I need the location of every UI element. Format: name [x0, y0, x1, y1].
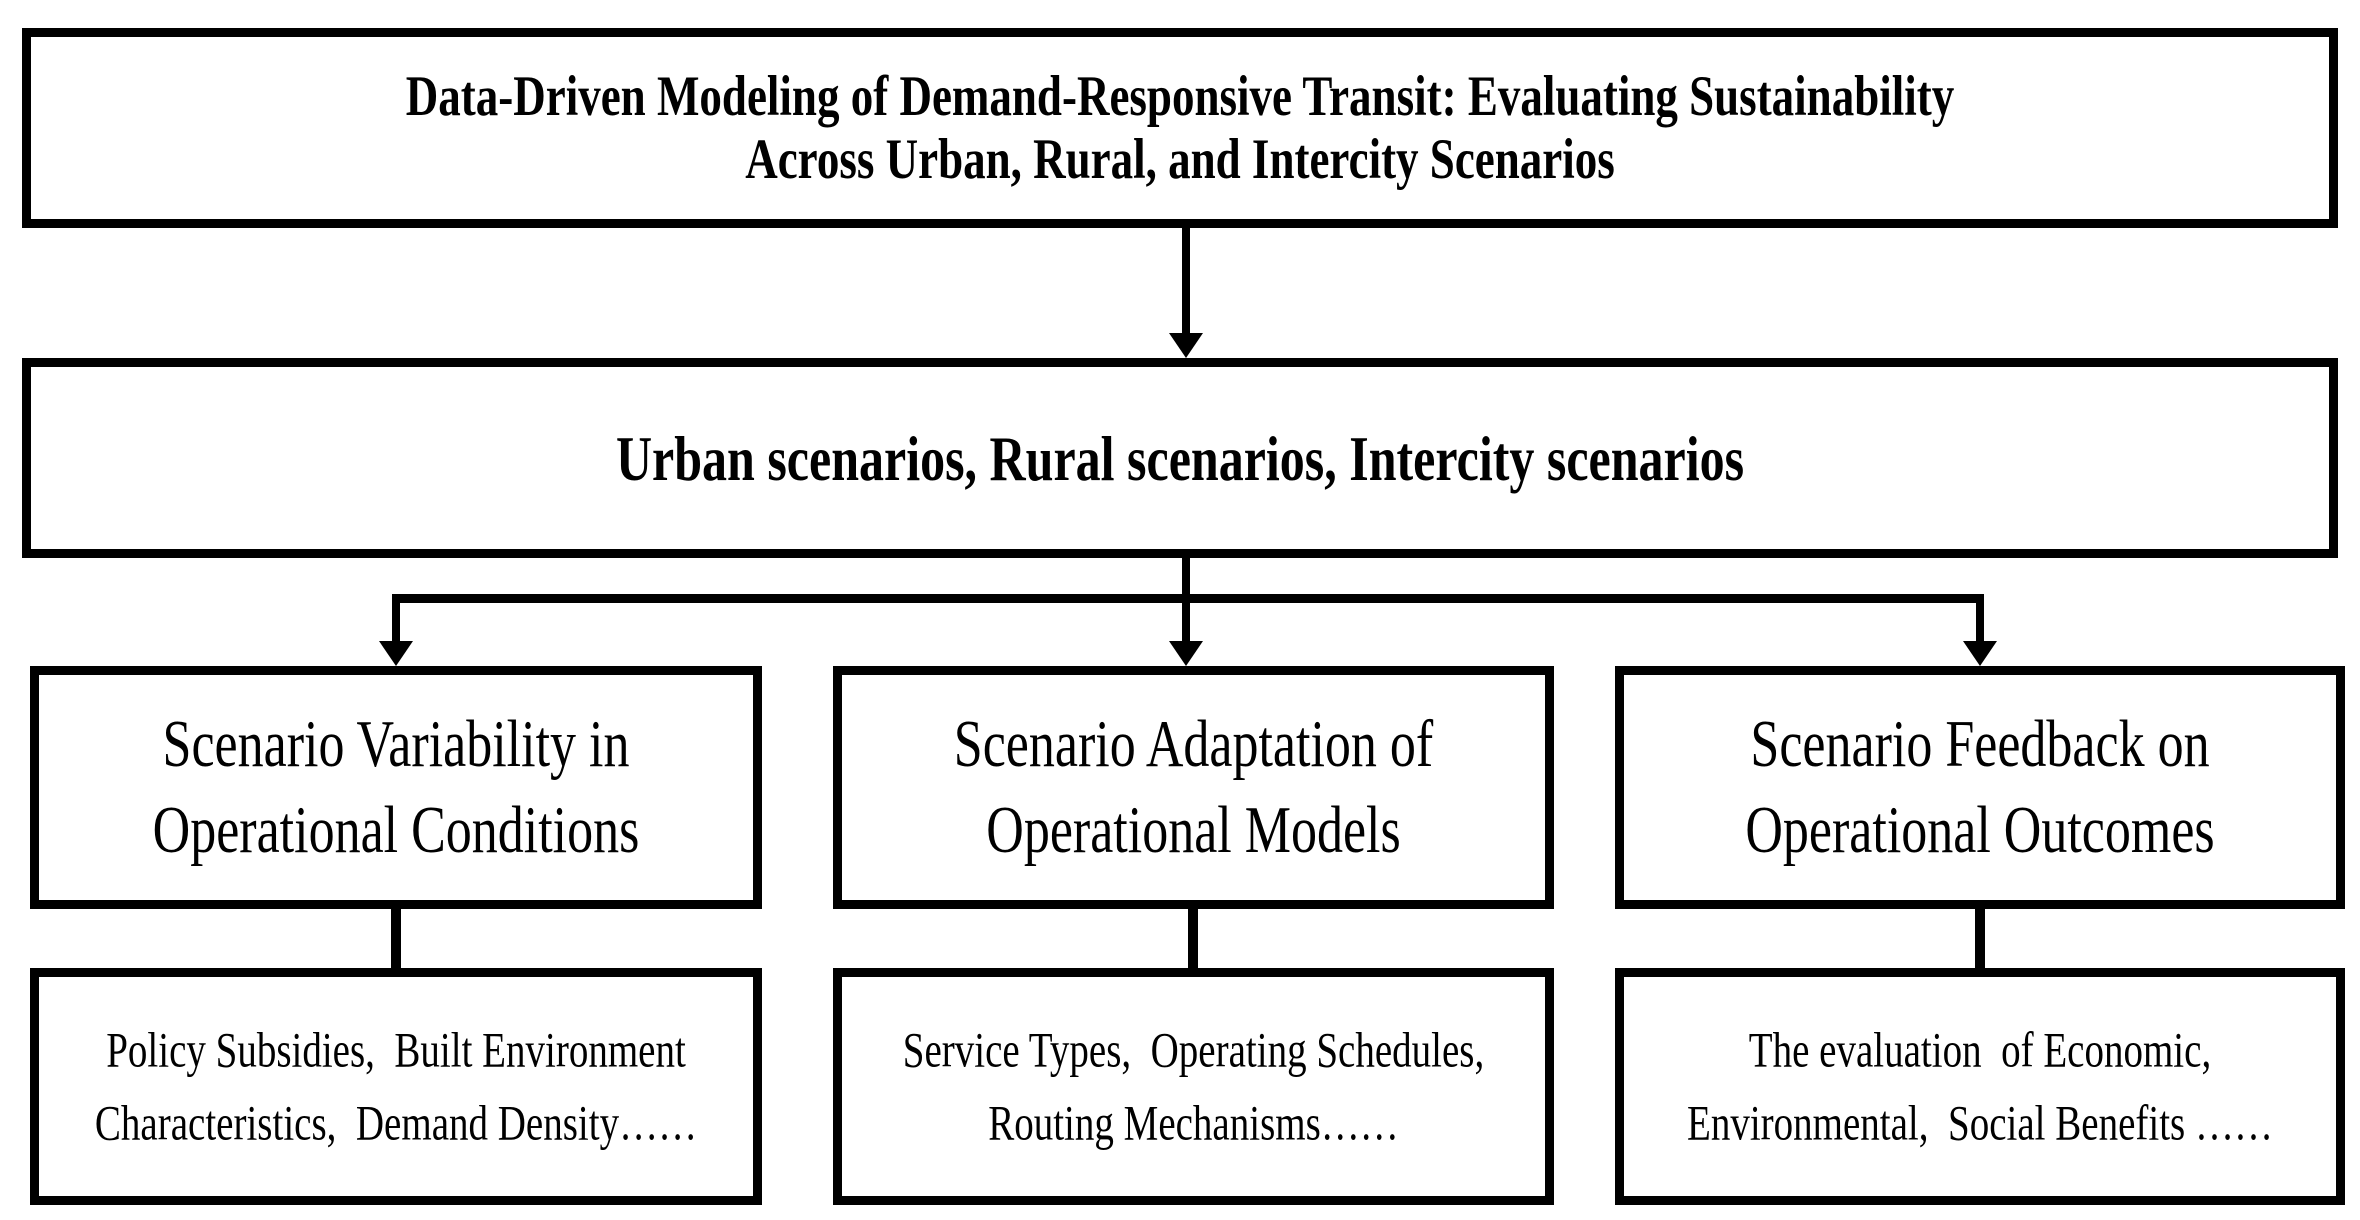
connector-left-drop	[392, 594, 400, 642]
connector-stub	[391, 909, 401, 968]
arrow-down-icon	[379, 641, 413, 666]
connector-stub	[1188, 909, 1198, 968]
branch-heading-box-variability: Scenario Variability in Operational Cond…	[30, 666, 762, 909]
branch-heading-text: Scenario Feedback on Operational Outcome…	[1745, 708, 2215, 867]
branch-heading-text: Scenario Adaptation of Operational Model…	[953, 708, 1434, 867]
branch-detail-box-variability: Policy Subsidies, Built Environment Char…	[30, 968, 762, 1205]
branch-heading-box-feedback: Scenario Feedback on Operational Outcome…	[1615, 666, 2345, 909]
connector-right-drop	[1976, 594, 1984, 642]
scenarios-label: Urban scenarios, Rural scenarios, Interc…	[615, 422, 1745, 494]
connector-line-title-to-scenarios	[1182, 228, 1190, 335]
connector-horizontal-bar	[392, 594, 1984, 603]
arrow-down-icon	[1169, 333, 1203, 358]
title-line-2: Across Urban, Rural, and Intercity Scena…	[745, 126, 1615, 191]
branch-detail-text: Policy Subsidies, Built Environment Char…	[94, 1022, 698, 1151]
arrow-down-icon	[1169, 641, 1203, 666]
title-box: Data-Driven Modeling of Demand-Responsiv…	[22, 28, 2338, 228]
branch-detail-box-feedback: The evaluation of Economic, Environmenta…	[1615, 968, 2345, 1205]
branch-heading-text: Scenario Variability in Operational Cond…	[152, 708, 640, 867]
scenarios-box: Urban scenarios, Rural scenarios, Interc…	[22, 358, 2338, 558]
arrow-down-icon	[1963, 641, 1997, 666]
branch-detail-text: The evaluation of Economic, Environmenta…	[1687, 1022, 2273, 1151]
branch-detail-box-adaptation: Service Types, Operating Schedules, Rout…	[833, 968, 1554, 1205]
branch-detail-text: Service Types, Operating Schedules, Rout…	[902, 1022, 1485, 1151]
connector-stub	[1975, 909, 1985, 968]
diagram-title: Data-Driven Modeling of Demand-Responsiv…	[406, 65, 1954, 190]
branch-heading-box-adaptation: Scenario Adaptation of Operational Model…	[833, 666, 1554, 909]
title-line-1: Data-Driven Modeling of Demand-Responsiv…	[405, 64, 1955, 128]
